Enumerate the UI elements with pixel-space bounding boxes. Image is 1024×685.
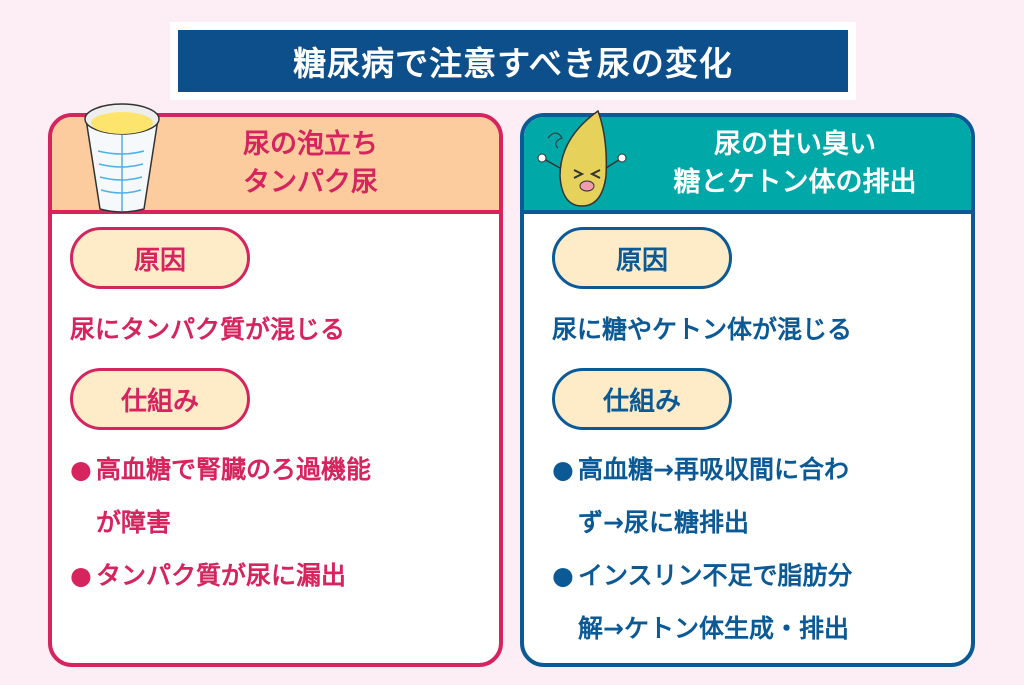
title-banner: 糖尿病で注意すべき尿の変化 — [170, 22, 856, 100]
bullet-icon: ● — [70, 561, 92, 590]
cause-text: 尿にタンパク質が混じる — [70, 315, 346, 344]
cause-text: 尿に糖やケトン体が混じる — [552, 315, 853, 344]
list-item: ●高血糖→再吸収間に合わず→尿に糖排出 — [552, 443, 971, 549]
bullet-line: 高血糖→再吸収間に合わ — [578, 455, 849, 484]
page-title: 糖尿病で注意すべき尿の変化 — [178, 30, 848, 92]
bullet-line: 高血糖で腎臓のろ過機能 — [96, 455, 372, 484]
bullet-list: ●高血糖→再吸収間に合わず→尿に糖排出 ●インスリン不足で脂肪分解→ケトン体生成… — [552, 443, 971, 655]
list-item: ●インスリン不足で脂肪分解→ケトン体生成・排出 — [552, 549, 971, 655]
bullet-line: インスリン不足で脂肪分 — [578, 561, 853, 590]
urine-cup-icon — [84, 103, 160, 213]
mechanism-pill: 仕組み — [552, 368, 732, 430]
cause-pill: 原因 — [70, 227, 250, 289]
bullet-line: が障害 — [96, 508, 172, 537]
bullet-line: タンパク質が尿に漏出 — [96, 561, 347, 590]
header-line: 尿の泡立ち — [243, 128, 378, 160]
urine-drop-character-icon — [537, 109, 627, 207]
list-item: ●高血糖で腎臓のろ過機能が障害 — [70, 443, 495, 549]
header-line: タンパク尿 — [243, 166, 378, 198]
cause-pill: 原因 — [552, 227, 732, 289]
header-line: 尿の甘い臭い — [714, 128, 876, 160]
list-item: ●タンパク質が尿に漏出 — [70, 549, 495, 602]
mechanism-pill: 仕組み — [70, 368, 250, 430]
header-line: 糖とケトン体の排出 — [673, 166, 917, 198]
bullet-icon: ● — [70, 455, 92, 484]
card-sweet-smell: 尿の甘い臭い糖とケトン体の排出 原因 尿に糖やケトン体が混じる 仕組み ●高血糖… — [520, 113, 975, 667]
bullet-line: ず→尿に糖排出 — [578, 508, 749, 537]
bullet-line: 解→ケトン体生成・排出 — [578, 614, 849, 643]
bullet-icon: ● — [552, 455, 574, 484]
bullet-list: ●高血糖で腎臓のろ過機能が障害 ●タンパク質が尿に漏出 — [70, 443, 495, 602]
bullet-icon: ● — [552, 561, 574, 590]
